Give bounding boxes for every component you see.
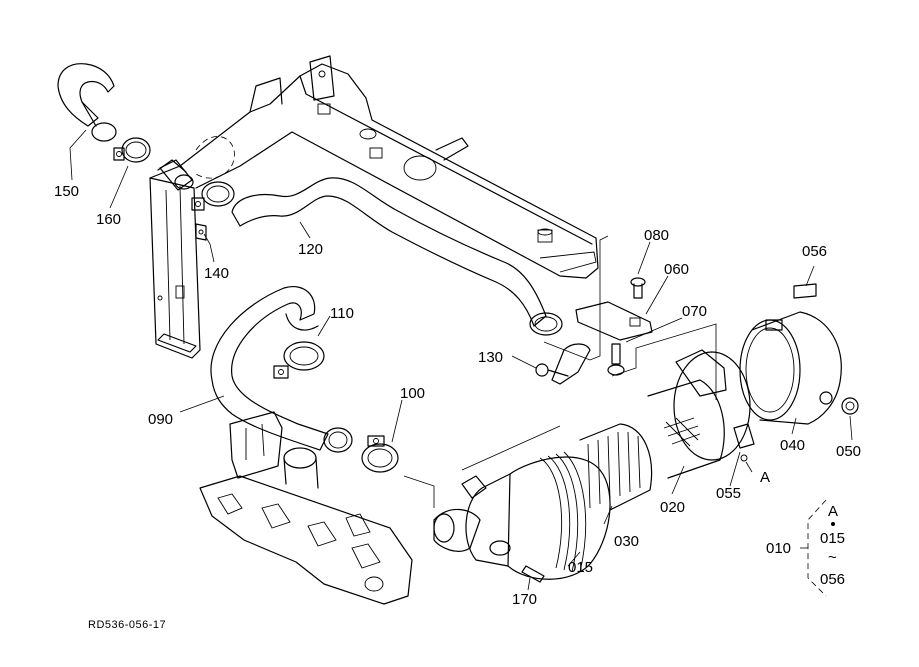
label-130: 130	[478, 349, 503, 366]
inner-element-020	[647, 379, 725, 479]
label-015: 015	[568, 559, 593, 576]
upper-hose-150	[57, 63, 117, 142]
label-080: 080	[644, 227, 669, 244]
label-120: 120	[298, 241, 323, 258]
mounting-bracket-060	[575, 301, 653, 341]
air-cleaner-body-015	[433, 451, 611, 580]
cover-040	[739, 311, 842, 425]
label-170: 170	[512, 591, 537, 608]
bolt-080	[630, 277, 646, 299]
hose-clamp-140	[191, 181, 235, 241]
part-number-labels: 150 160 140 120 110 090 100 130 080 060 …	[54, 183, 861, 608]
intake-manifold	[199, 411, 413, 605]
label-030: 030	[614, 533, 639, 550]
label-060: 060	[664, 261, 689, 278]
label-055: 055	[716, 485, 741, 502]
assembly-key-range-end: 056	[820, 571, 845, 588]
hose-clamp-160	[113, 137, 151, 163]
assembly-key-dot	[831, 522, 835, 526]
label-090: 090	[148, 411, 173, 428]
hose-clamp-130	[535, 343, 591, 385]
clamp-band-055	[673, 349, 755, 462]
label-070: 070	[682, 303, 707, 320]
air-hose-090	[210, 286, 353, 453]
drawing-code: RD536-056-17	[88, 619, 166, 631]
assembly-key: 010 A 015 ~ 056	[766, 499, 845, 597]
label-050: 050	[836, 443, 861, 460]
label-040: 040	[780, 437, 805, 454]
drain-170	[521, 565, 545, 583]
label-a: A	[760, 469, 770, 486]
label-056: 056	[802, 243, 827, 260]
leader-lines	[69, 129, 853, 591]
assembly-key-range-start: 015	[820, 530, 845, 547]
assembly-key-range-sep: ~	[828, 549, 837, 566]
long-air-hose-120	[231, 177, 563, 336]
air-filter-element-030	[579, 423, 653, 511]
label-150: 150	[54, 183, 79, 200]
assembly-key-marker: A	[828, 503, 838, 520]
assembly-key-label: 010	[766, 540, 791, 557]
label-140: 140	[204, 265, 229, 282]
hose-clamp-100	[361, 435, 399, 473]
evacuator-valve-050	[841, 397, 859, 415]
frame-outlet-pipe	[159, 159, 194, 191]
bolt-070	[607, 343, 625, 376]
label-100: 100	[400, 385, 425, 402]
label-160: 160	[96, 211, 121, 228]
label-020: 020	[660, 499, 685, 516]
label-110: 110	[330, 305, 354, 322]
label-sticker-056	[793, 283, 817, 299]
support-frame	[149, 55, 599, 359]
hose-clamp-110	[273, 341, 325, 379]
